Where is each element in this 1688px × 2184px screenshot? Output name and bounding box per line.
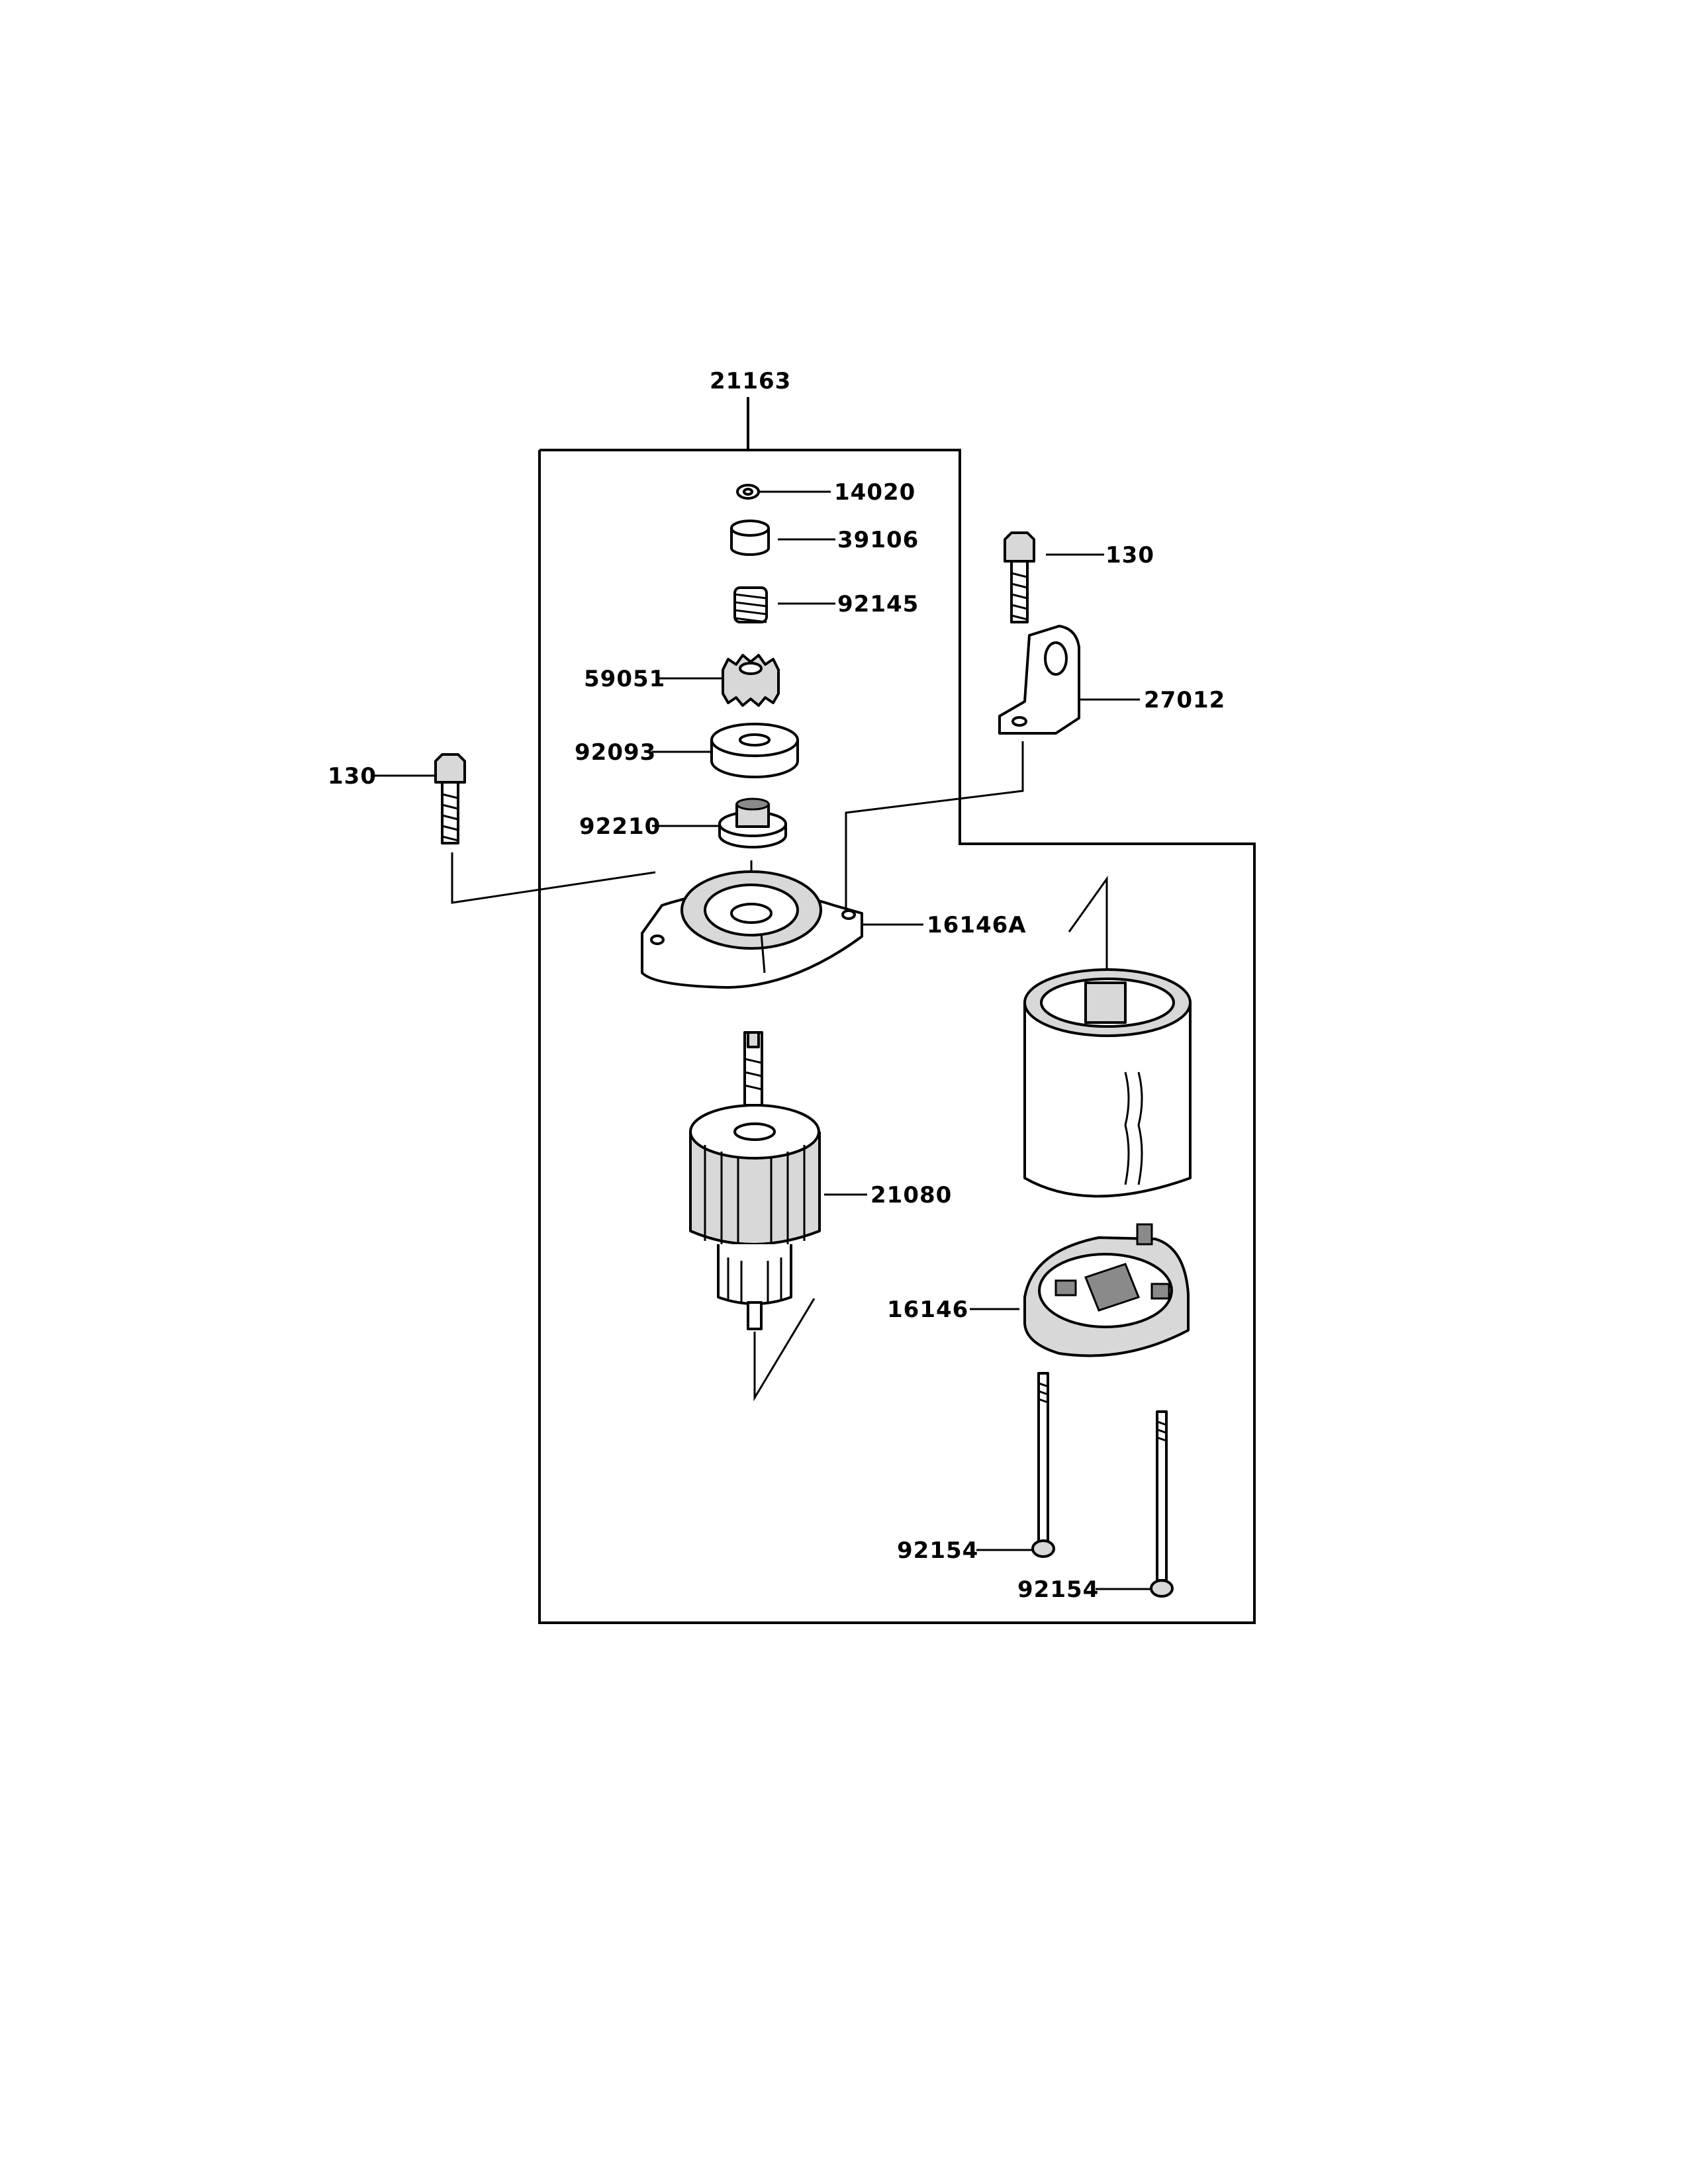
label-27012: 27012 [1144,687,1225,713]
armature-21080 [689,1031,821,1330]
front-cover-16146A [641,870,863,989]
label-130-right: 130 [1105,542,1154,569]
yoke [1023,968,1192,1198]
bolt-left-130 [434,753,466,844]
label-92210: 92210 [579,813,661,840]
collar-39106 [730,520,770,556]
nut-14020 [736,484,760,500]
spring-92145 [733,586,768,623]
pinion-59051 [722,654,780,707]
label-92093: 92093 [575,739,656,766]
through-bolt-92154-1 [1031,1372,1055,1558]
label-14020: 14020 [834,479,915,506]
label-39106: 39106 [837,527,919,553]
label-130-left: 130 [328,763,377,790]
label-59051: 59051 [584,666,665,692]
washer-92093 [710,723,799,778]
label-16146: 16146 [887,1297,968,1323]
label-16146A: 16146A [927,912,1027,938]
label-21163: 21163 [710,368,791,394]
bolt-right-130 [1004,531,1035,623]
label-92154-2: 92154 [1017,1576,1099,1603]
label-21080: 21080 [870,1182,952,1208]
label-92145: 92145 [837,591,919,617]
rear-cover-16146 [1023,1223,1190,1357]
leader-lines [374,490,1150,1590]
assembly-outline [538,397,1256,1624]
through-bolt-92154-2 [1150,1410,1174,1598]
clutch-92210 [718,797,787,848]
bracket-27012 [998,625,1080,735]
label-92154-1: 92154 [897,1537,978,1564]
